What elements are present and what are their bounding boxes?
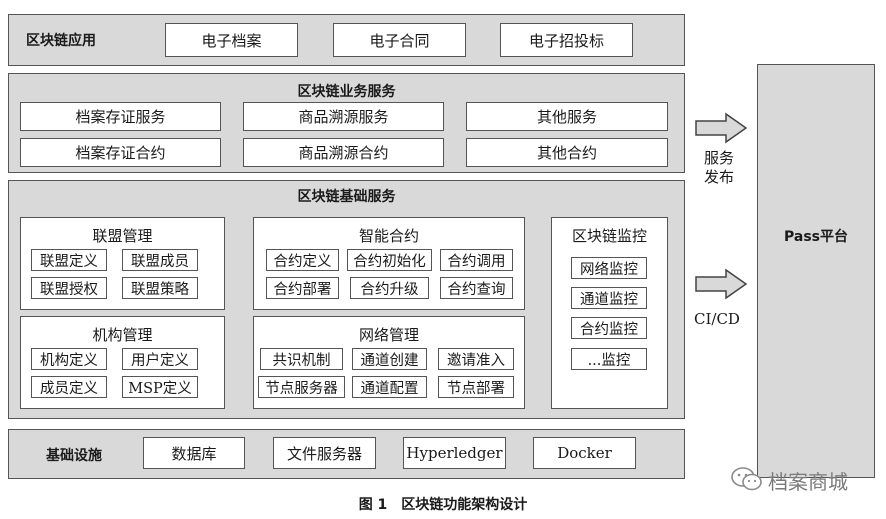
app-item-e-bidding: 电子招投标 <box>500 23 633 57</box>
contract-item: 合约部署 <box>266 277 339 299</box>
alliance-item: 联盟策略 <box>122 277 198 299</box>
network-management-title: 网络管理 <box>358 326 419 344</box>
pass-platform-box <box>757 64 875 478</box>
infra-item-file-server: 文件服务器 <box>273 437 376 469</box>
contract-item: 合约定义 <box>266 249 339 271</box>
cicd-label: CI/CD <box>694 310 740 328</box>
contract-item: 合约查询 <box>440 277 513 299</box>
alliance-item: 联盟定义 <box>31 249 107 271</box>
contract-item: 合约调用 <box>440 249 513 271</box>
alliance-management-title: 联盟管理 <box>92 227 153 245</box>
org-item: 用户定义 <box>122 348 198 370</box>
infra-item-docker: Docker <box>533 437 636 469</box>
org-item: 机构定义 <box>31 348 107 370</box>
service-publish-label-line1: 服务 <box>704 149 735 167</box>
network-item: 通道创建 <box>352 348 427 370</box>
network-item: 共识机制 <box>260 348 343 370</box>
alliance-item: 联盟授权 <box>31 277 107 299</box>
app-item-e-archive: 电子档案 <box>165 23 298 57</box>
monitor-item-network: 网络监控 <box>571 257 647 279</box>
arrow-right-icon <box>695 268 748 300</box>
watermark-text: 档案商城 <box>768 470 848 494</box>
network-item: 节点服务器 <box>258 376 345 398</box>
network-item: 通道配置 <box>352 376 427 398</box>
pass-platform-title: Pass平台 <box>784 229 848 245</box>
base-service-title: 区块链基础服务 <box>297 189 396 205</box>
infra-item-database: 数据库 <box>143 437 245 469</box>
business-archive-service: 档案存证服务 <box>20 102 221 131</box>
figure-caption: 图 1 区块链功能架构设计 <box>358 497 528 513</box>
wechat-logo-icon <box>731 467 762 491</box>
contract-item: 合约初始化 <box>347 249 432 271</box>
business-trace-contract: 商品溯源合约 <box>243 138 444 167</box>
monitor-item-channel: 通道监控 <box>571 287 647 309</box>
network-item: 节点部署 <box>438 376 514 398</box>
service-publish-label-line2: 发布 <box>704 168 735 186</box>
monitor-item-contract: 合约监控 <box>571 317 647 339</box>
infra-item-hyperledger: Hyperledger <box>403 437 506 469</box>
business-other-contract: 其他合约 <box>466 138 668 167</box>
business-service-title: 区块链业务服务 <box>297 84 396 100</box>
monitor-item-other: ...监控 <box>571 348 647 370</box>
org-item: MSP定义 <box>122 376 198 398</box>
org-item: 成员定义 <box>31 376 107 398</box>
business-other-service: 其他服务 <box>466 102 668 131</box>
blockchain-monitor-box <box>551 217 668 409</box>
alliance-item: 联盟成员 <box>122 249 198 271</box>
infrastructure-title: 基础设施 <box>46 448 102 464</box>
contract-item: 合约升级 <box>350 277 429 299</box>
application-layer-title: 区块链应用 <box>26 33 96 49</box>
network-item: 邀请准入 <box>438 348 514 370</box>
organization-management-title: 机构管理 <box>92 326 153 344</box>
business-archive-contract: 档案存证合约 <box>20 138 221 167</box>
blockchain-monitor-title: 区块链监控 <box>571 227 647 245</box>
business-trace-service: 商品溯源服务 <box>243 102 444 131</box>
smart-contract-title: 智能合约 <box>358 227 419 245</box>
arrow-right-icon <box>695 112 748 144</box>
app-item-e-contract: 电子合同 <box>333 23 466 57</box>
